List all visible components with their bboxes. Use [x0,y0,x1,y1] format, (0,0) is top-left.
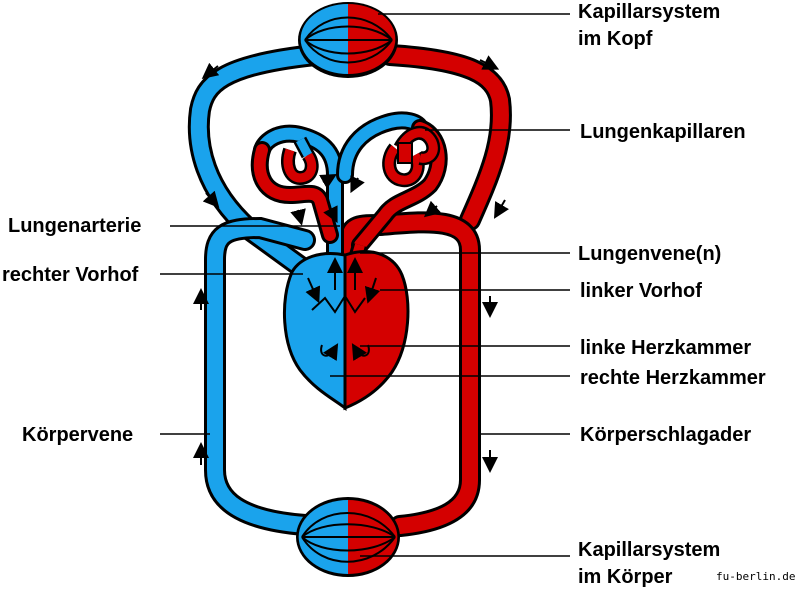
label-capillaries-head-2: im Kopf [578,28,653,50]
label-capillaries-head-1: Kapillarsystem [578,1,720,23]
body-capillaries [296,497,400,577]
head-capillaries [298,2,398,78]
label-capillaries-body-2: im Körper [578,566,673,588]
body-vein-circuit [187,44,326,536]
credit-text: fu-berlin.de [716,570,795,583]
label-capillaries-body-1: Kapillarsystem [578,539,720,561]
label-pulmonary-veins: Lungenvene(n) [578,243,721,265]
body-artery-circuit [339,44,512,537]
label-aorta: Körperschlagader [580,424,751,446]
label-left-atrium: linker Vorhof [580,280,702,302]
lung-circuit [250,111,448,279]
heart [283,250,410,412]
label-vena-cava: Körpervene [22,424,133,446]
label-left-ventricle: linke Herzkammer [580,337,751,359]
label-pulmonary-artery: Lungenarterie [8,215,141,237]
flow-arrows [193,55,509,473]
leader-lines [160,13,570,557]
label-lung-capillaries: Lungenkapillaren [580,121,746,143]
label-right-atrium: rechter Vorhof [2,264,139,286]
label-right-ventricle: rechte Herzkammer [580,367,766,389]
